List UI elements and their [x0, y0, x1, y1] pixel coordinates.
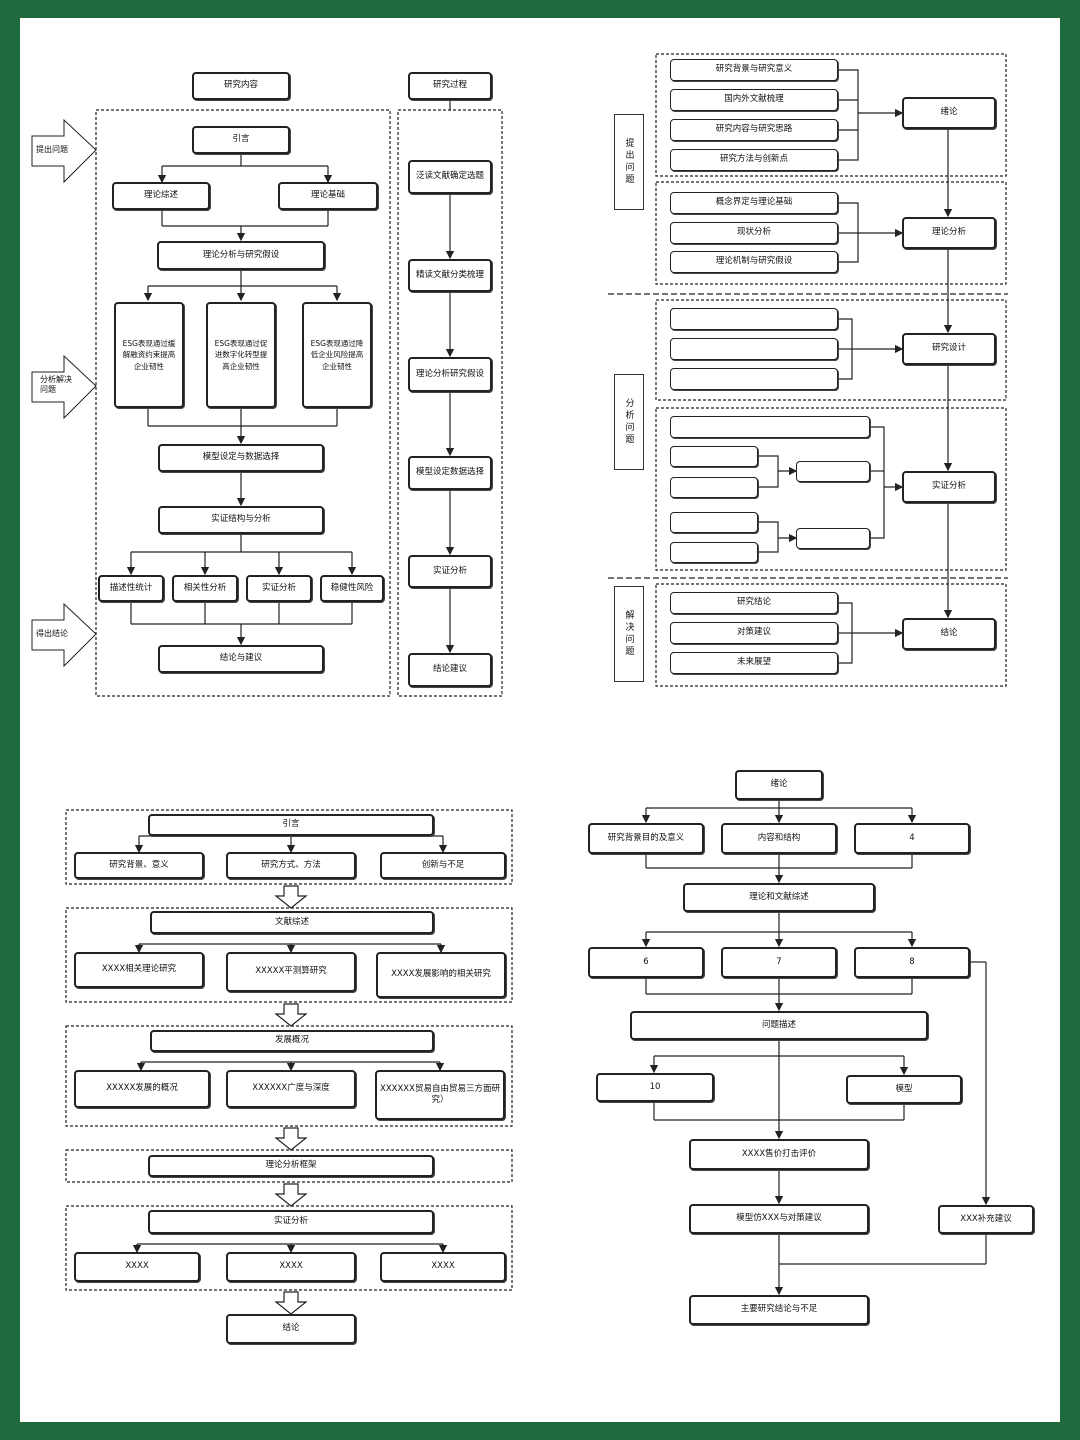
d2-item: 研究结论 [670, 592, 838, 614]
d2-side-label: 提出问题 [614, 114, 644, 210]
d2-item: 研究内容与研究思路 [670, 119, 838, 141]
d2-empty-item [670, 416, 870, 438]
d1-process-step: 泛读文献确定选题 [408, 160, 492, 194]
d4-row3-item: 10 [596, 1073, 714, 1102]
d3-item: XXXX [226, 1252, 356, 1282]
d4-row3-item: 模型 [846, 1075, 962, 1104]
d2-empty-item [670, 368, 838, 390]
d2-item: 未来展望 [670, 652, 838, 674]
d3-section-title: 理论分析框架 [148, 1155, 434, 1177]
d3-item: XXXXXX广度与深度 [226, 1070, 356, 1108]
d4-final: 主要研究结论与不足 [689, 1295, 869, 1325]
d1-process-step: 精读文献分类梳理 [408, 259, 492, 292]
d1-esg-path: ESG表现通过降低企业风险提高企业韧性 [302, 302, 372, 408]
d2-item: 研究方法与创新点 [670, 149, 838, 171]
d4-top: 绪论 [735, 770, 823, 800]
d2-empty-item [796, 461, 870, 482]
d1-method: 实证分析 [246, 575, 312, 602]
d1-esg-path: ESG表现通过缓解融资约束提高企业韧性 [114, 302, 184, 408]
d2-stage: 实证分析 [902, 471, 996, 503]
d4-row1-item: 内容和结构 [721, 823, 837, 854]
d1-side-label: 提出问题 [36, 145, 68, 154]
d1-side-label: 得出结论 [36, 629, 68, 638]
d4-advice: 模型仿XXX与对策建议 [689, 1204, 869, 1234]
d2-empty-item [670, 512, 758, 533]
d1-empirical: 实证结构与分析 [158, 506, 324, 534]
d4-row1-item: 研究背景目的及意义 [588, 823, 704, 854]
d2-stage: 研究设计 [902, 333, 996, 365]
d2-item: 研究背景与研究意义 [670, 59, 838, 81]
d1-content-frame [95, 109, 391, 697]
d2-empty-item [670, 542, 758, 563]
d2-empty-item [670, 308, 838, 330]
d1-side-label: 分析解决问题 [40, 375, 72, 395]
d4-literature: 理论和文献综述 [683, 883, 875, 912]
d3-item: 创新与不足 [380, 852, 506, 879]
d2-item: 理论机制与研究假设 [670, 251, 838, 273]
d4-evaluation: XXXX售价打击评价 [689, 1139, 869, 1170]
d1-process-step: 结论建议 [408, 653, 492, 687]
d4-row2-item: 6 [588, 947, 704, 978]
d1-theory-review: 理论综述 [112, 182, 210, 210]
d2-stage: 绪论 [902, 97, 996, 129]
d3-section-title: 实证分析 [148, 1210, 434, 1234]
d1-esg-path: ESG表现通过促进数字化转型提高企业韧性 [206, 302, 276, 408]
d3-item: XXXX相关理论研究 [74, 952, 204, 988]
d3-section-title: 引言 [148, 814, 434, 836]
d3-section-title: 文献综述 [150, 911, 434, 934]
d2-empty-item [796, 528, 870, 549]
d1-method: 稳健性风险 [320, 575, 384, 602]
d1-theory-basis: 理论基础 [278, 182, 378, 210]
d2-item: 现状分析 [670, 222, 838, 244]
d3-section-title: 发展概况 [150, 1030, 434, 1052]
d1-method: 相关性分析 [172, 575, 238, 602]
d3-item: XXXXXX贸易自由贸易三方面研究） [375, 1070, 505, 1120]
d3-end: 结论 [226, 1314, 356, 1344]
d4-row2-item: 7 [721, 947, 837, 978]
d4-supplement: XXX补充建议 [938, 1205, 1034, 1234]
d3-item: XXXX发展影响的相关研究 [376, 952, 506, 998]
d1-process-step: 模型设定数据选择 [408, 456, 492, 490]
d1-process-step: 理论分析研究假设 [408, 357, 492, 392]
d2-empty-item [670, 446, 758, 467]
d3-item: XXXXX平测算研究 [226, 952, 356, 992]
d2-item: 国内外文献梳理 [670, 89, 838, 111]
d2-side-label: 解决问题 [614, 586, 644, 682]
d3-item: 研究背景、意义 [74, 852, 204, 879]
d3-item: 研究方式、方法 [226, 852, 356, 879]
d2-side-label: 分析问题 [614, 374, 644, 470]
d1-conclusion: 结论与建议 [158, 645, 324, 673]
d1-intro: 引言 [192, 126, 290, 154]
d3-item: XXXX [380, 1252, 506, 1282]
d4-problem: 问题描述 [630, 1011, 928, 1040]
d1-model-data: 模型设定与数据选择 [158, 444, 324, 472]
d2-item: 概念界定与理论基础 [670, 192, 838, 214]
d2-stage: 结论 [902, 618, 996, 650]
d1-process-step: 实证分析 [408, 555, 492, 588]
d2-item: 对策建议 [670, 622, 838, 644]
d2-stage: 理论分析 [902, 217, 996, 249]
d1-header-process: 研究过程 [408, 72, 492, 100]
d4-row1-item: 4 [854, 823, 970, 854]
d3-item: XXXX [74, 1252, 200, 1282]
d1-theory-hypothesis: 理论分析与研究假设 [157, 241, 325, 270]
d4-row2-item: 8 [854, 947, 970, 978]
d3-item: XXXXX发展的概况 [74, 1070, 210, 1108]
d1-header-content: 研究内容 [192, 72, 290, 100]
d2-empty-item [670, 477, 758, 498]
d1-method: 描述性统计 [98, 575, 164, 602]
d2-empty-item [670, 338, 838, 360]
